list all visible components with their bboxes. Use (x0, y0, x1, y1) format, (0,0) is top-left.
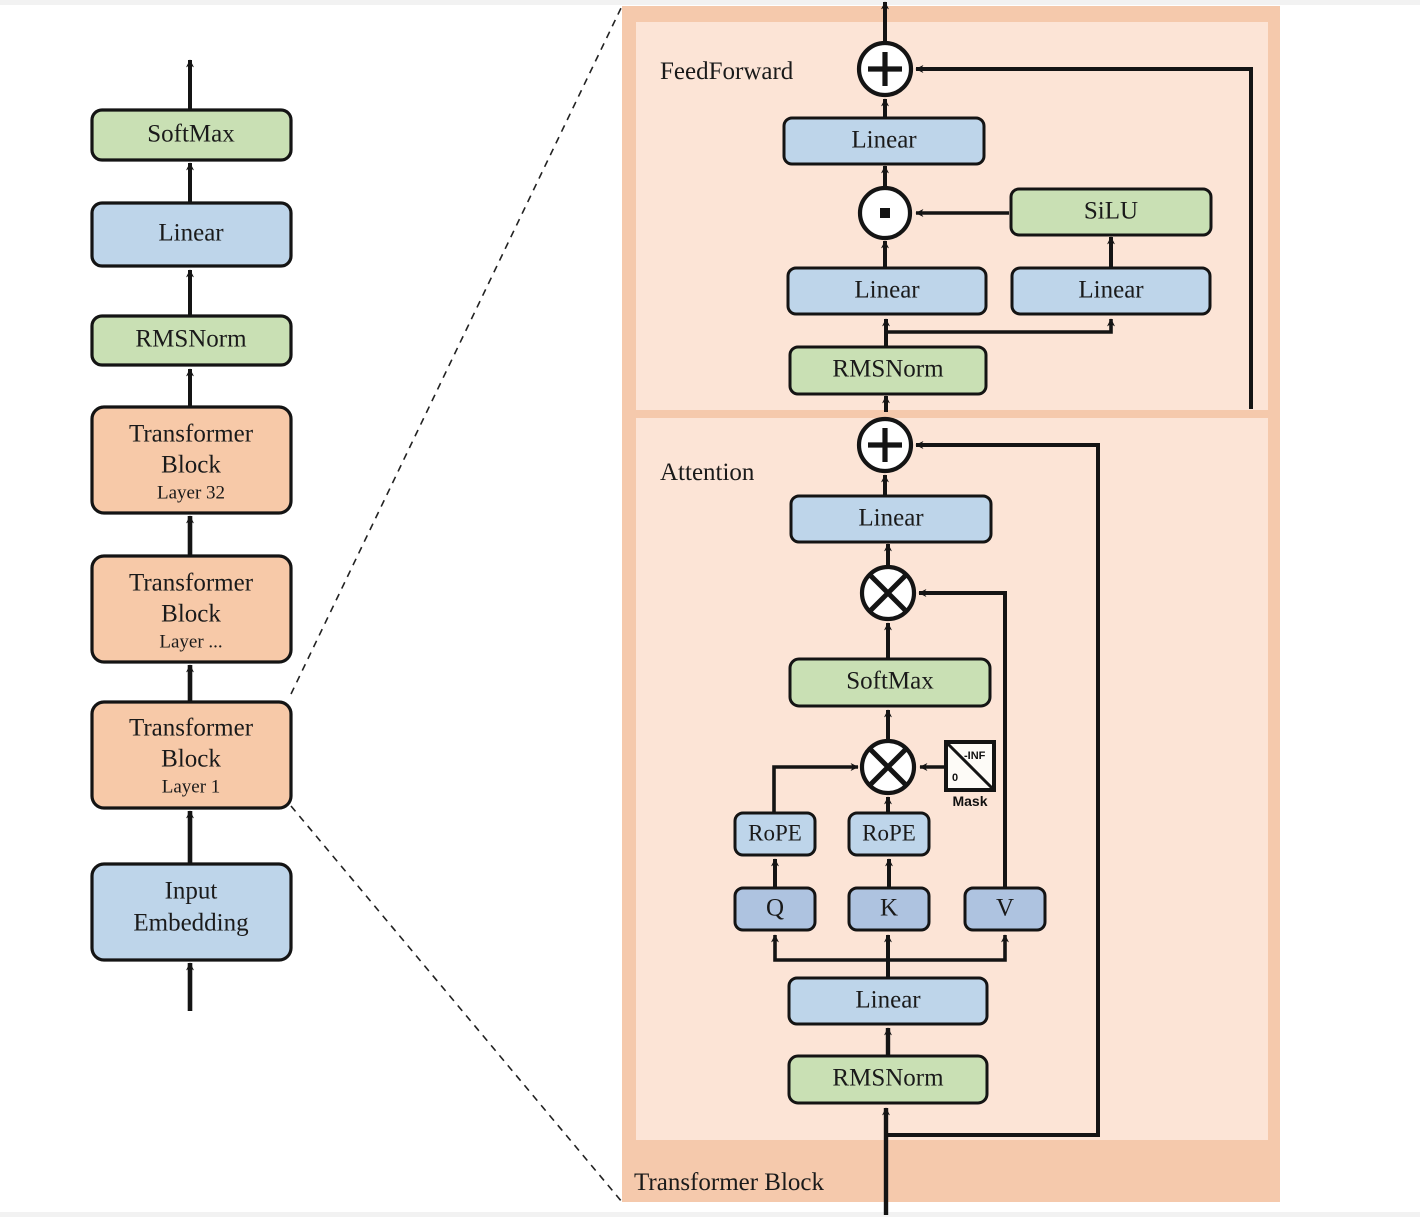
feedforward-group: FeedForward Linear SiLU (660, 1, 1253, 412)
left-box-line1: Input (165, 878, 218, 905)
box-label: Linear (854, 277, 920, 304)
attention-matmul-scores-values (859, 564, 917, 622)
left-box-transformer-block-mid[interactable]: Transformer Block Layer ... (90, 554, 293, 664)
left-box-line2: Embedding (133, 910, 249, 937)
left-box-label: Linear (158, 220, 224, 247)
left-box-linear[interactable]: Linear (90, 201, 293, 268)
value-path (918, 589, 1007, 889)
feedforward-rmsnorm[interactable]: RMSNorm (788, 345, 988, 396)
attention-matmul-qk (859, 738, 917, 796)
left-box-line1: Transformer (129, 570, 254, 597)
box-label: SoftMax (846, 668, 934, 695)
query-to-matmul-path (772, 763, 859, 813)
attention-out-linear[interactable]: Linear (789, 494, 993, 544)
left-box-sublabel: Layer 32 (157, 482, 225, 503)
left-box-transformer-block-1[interactable]: Transformer Block Layer 1 (90, 700, 293, 810)
box-label: Linear (858, 505, 924, 532)
feedforward-section-label: FeedForward (660, 58, 794, 85)
feedforward-multiply-node (857, 185, 913, 241)
box-label: Linear (855, 987, 921, 1014)
left-box-sublabel: Layer 1 (162, 776, 221, 797)
attention-rope-key[interactable]: RoPE (847, 811, 931, 857)
mask-high-value: -INF (964, 750, 986, 762)
feedforward-add-node (856, 40, 914, 98)
left-pipeline: SoftMax Linear RMSNorm Transformer Block… (90, 59, 293, 1011)
left-box-line2: Block (161, 601, 221, 628)
box-label: Q (766, 895, 784, 922)
attention-q-box[interactable]: Q (733, 886, 817, 932)
left-box-line1: Transformer (129, 715, 254, 742)
attention-k-box[interactable]: K (847, 886, 931, 932)
box-label: Linear (1078, 277, 1144, 304)
callout-leader-lines (290, 5, 623, 1203)
mask-label: Mask (952, 793, 987, 809)
feedforward-out-linear[interactable]: Linear (782, 116, 986, 166)
feedforward-gate-linear[interactable]: Linear (786, 266, 988, 316)
feedforward-residual-path (915, 65, 1253, 409)
attention-residual-path (886, 441, 1100, 1137)
left-box-line2: Block (161, 452, 221, 479)
feedforward-up-linear[interactable]: Linear (1010, 266, 1212, 316)
box-label: V (996, 895, 1014, 922)
attention-group: Attention Linear SoftMax (660, 416, 1100, 1215)
attention-rmsnorm[interactable]: RMSNorm (787, 1054, 989, 1105)
box-label: Linear (851, 127, 917, 154)
box-label: SiLU (1084, 198, 1138, 225)
attention-softmax[interactable]: SoftMax (788, 657, 992, 708)
attention-section-label: Attention (660, 459, 755, 486)
box-label: RMSNorm (832, 1065, 944, 1092)
box-label: K (880, 895, 898, 922)
left-box-input-embedding[interactable]: Input Embedding (90, 862, 293, 962)
attention-qkv-linear[interactable]: Linear (787, 976, 989, 1026)
transformer-block-label: Transformer Block (634, 1169, 825, 1196)
attention-add-node (856, 416, 914, 474)
left-box-softmax[interactable]: SoftMax (90, 108, 293, 162)
left-box-sublabel: Layer ... (159, 631, 222, 652)
left-box-line2: Block (161, 746, 221, 773)
left-box-label: SoftMax (147, 121, 235, 148)
attention-rope-query[interactable]: RoPE (733, 811, 817, 857)
box-label: RoPE (862, 820, 916, 845)
attention-mask: 0 -INF Mask (919, 740, 996, 809)
attention-v-box[interactable]: V (963, 886, 1047, 932)
left-box-transformer-block-32[interactable]: Transformer Block Layer 32 (90, 405, 293, 515)
mask-low-value: 0 (952, 772, 958, 784)
box-label: RoPE (748, 820, 802, 845)
box-label: RMSNorm (832, 356, 944, 383)
feedforward-silu[interactable]: SiLU (1009, 187, 1213, 237)
left-box-rmsnorm[interactable]: RMSNorm (90, 314, 293, 367)
left-box-label: RMSNorm (135, 326, 247, 353)
left-box-line1: Transformer (129, 421, 254, 448)
